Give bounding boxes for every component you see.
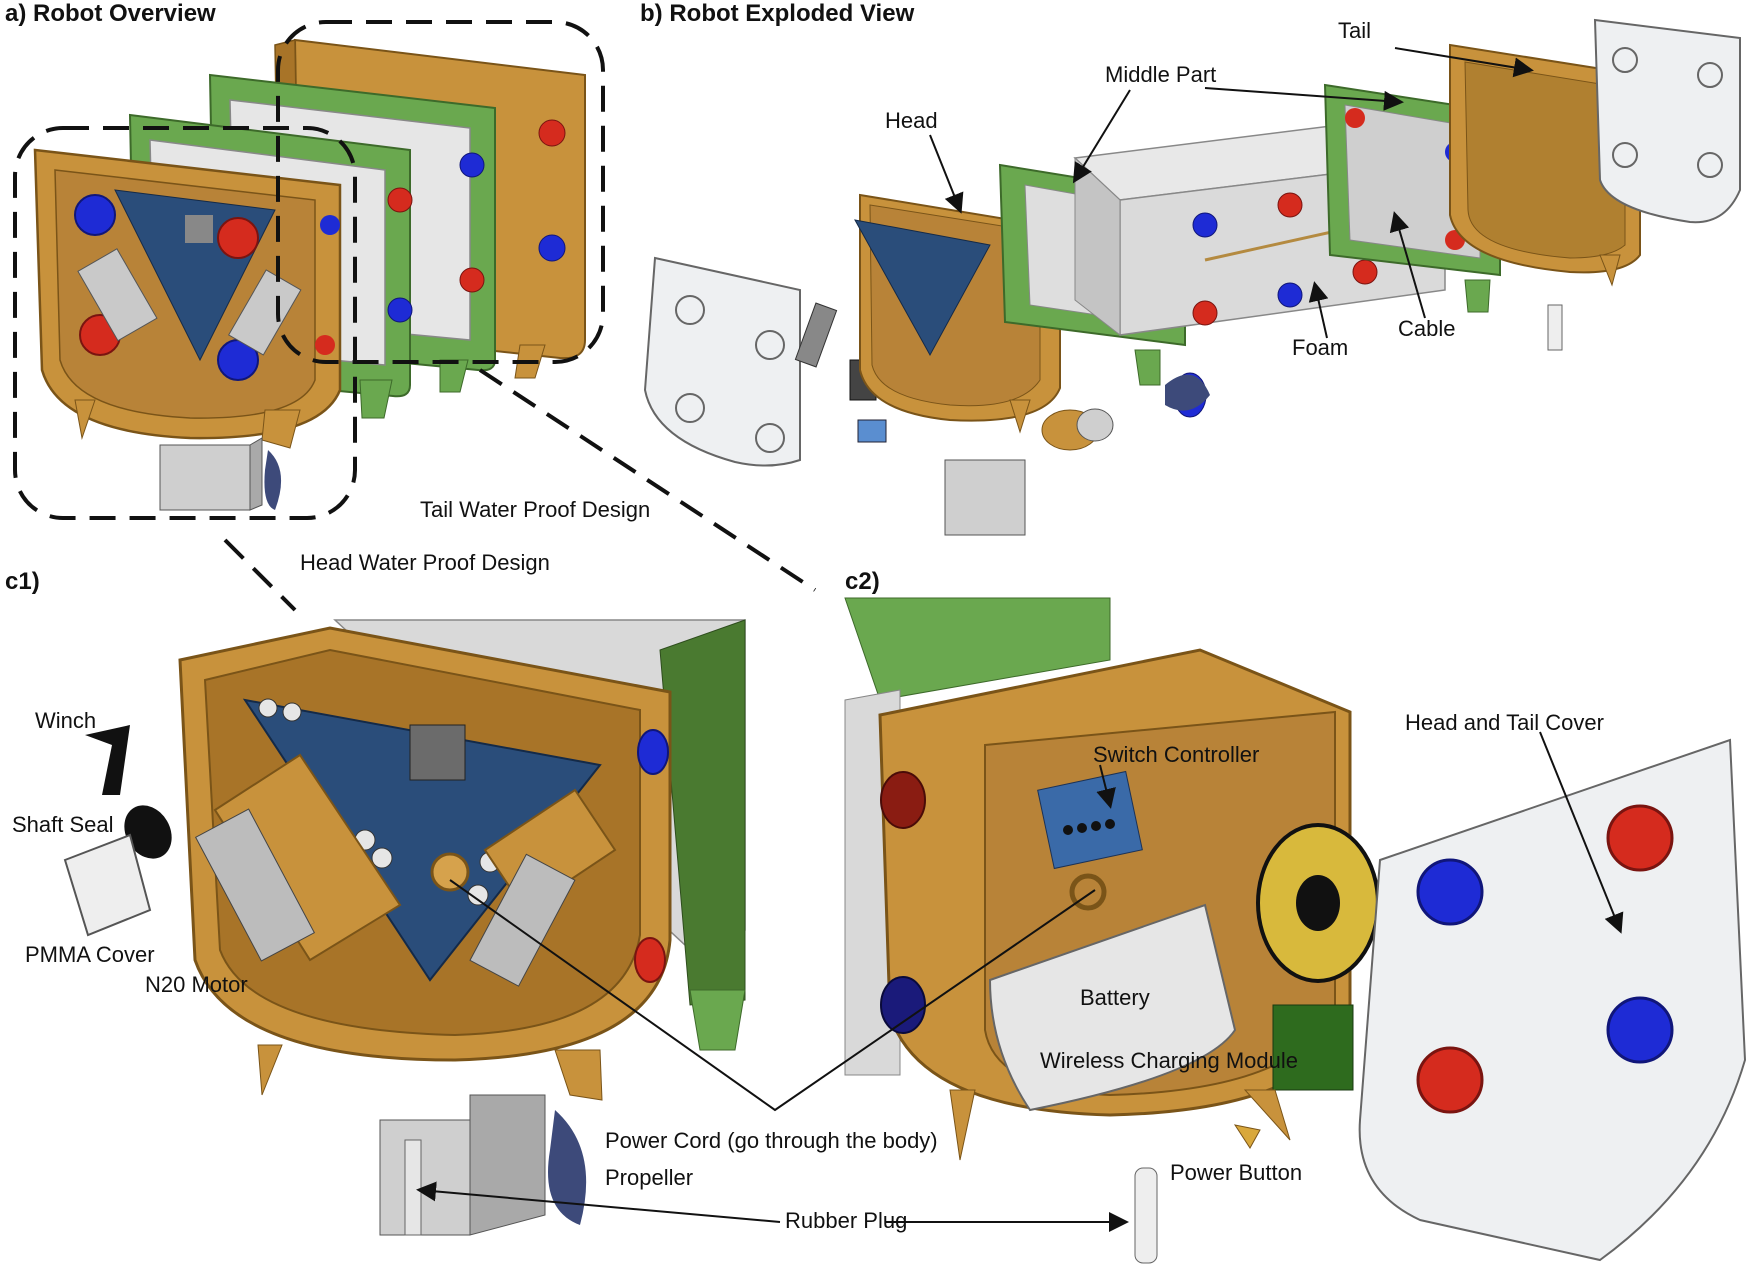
zoom-line-head bbox=[223, 538, 297, 612]
head-waterproof-label: Head Water Proof Design bbox=[300, 550, 550, 575]
exploded-robot bbox=[643, 18, 1741, 536]
middle-part-label: Middle Part bbox=[1105, 62, 1217, 87]
tail-detail bbox=[844, 597, 1747, 1264]
zoom-line-tail bbox=[478, 368, 817, 592]
tail-waterproof-label: Tail Water Proof Design bbox=[420, 497, 651, 522]
cover-label: Head and Tail Cover bbox=[1405, 710, 1604, 735]
panel-c1-title: c1) bbox=[5, 568, 40, 595]
battery-label: Battery bbox=[1080, 985, 1150, 1010]
cable-label: Cable bbox=[1398, 316, 1456, 341]
shaft-seal-label: Shaft Seal bbox=[12, 812, 114, 837]
power-button-label: Power Button bbox=[1170, 1160, 1303, 1185]
foam-label: Foam bbox=[1292, 335, 1349, 360]
switch-controller-label: Switch Controller bbox=[1093, 742, 1260, 767]
head-label: Head bbox=[885, 108, 938, 133]
tail-waterproof-region bbox=[276, 20, 605, 364]
overview-robot bbox=[33, 38, 586, 511]
leader-arrows bbox=[416, 47, 1624, 1232]
pmma-cover-label: PMMA Cover bbox=[25, 942, 155, 967]
tail-label: Tail bbox=[1338, 18, 1372, 43]
rubber-plug-label: Rubber Plug bbox=[785, 1208, 908, 1233]
wireless-charging-label: Wireless Charging Module bbox=[1040, 1048, 1298, 1073]
winch-label: Winch bbox=[35, 708, 97, 733]
power-cord-label: Power Cord (go through the body) bbox=[605, 1128, 938, 1153]
power-cord-line bbox=[449, 879, 1096, 1112]
panel-b-title: b) Robot Exploded View bbox=[640, 0, 915, 27]
n20-motor-label: N20 Motor bbox=[145, 972, 248, 997]
head-waterproof-region bbox=[13, 126, 357, 520]
panel-c2-title: c2) bbox=[845, 568, 880, 595]
head-detail bbox=[63, 619, 746, 1236]
panel-a-title: a) Robot Overview bbox=[5, 0, 216, 27]
propeller-label: Propeller bbox=[605, 1165, 694, 1190]
